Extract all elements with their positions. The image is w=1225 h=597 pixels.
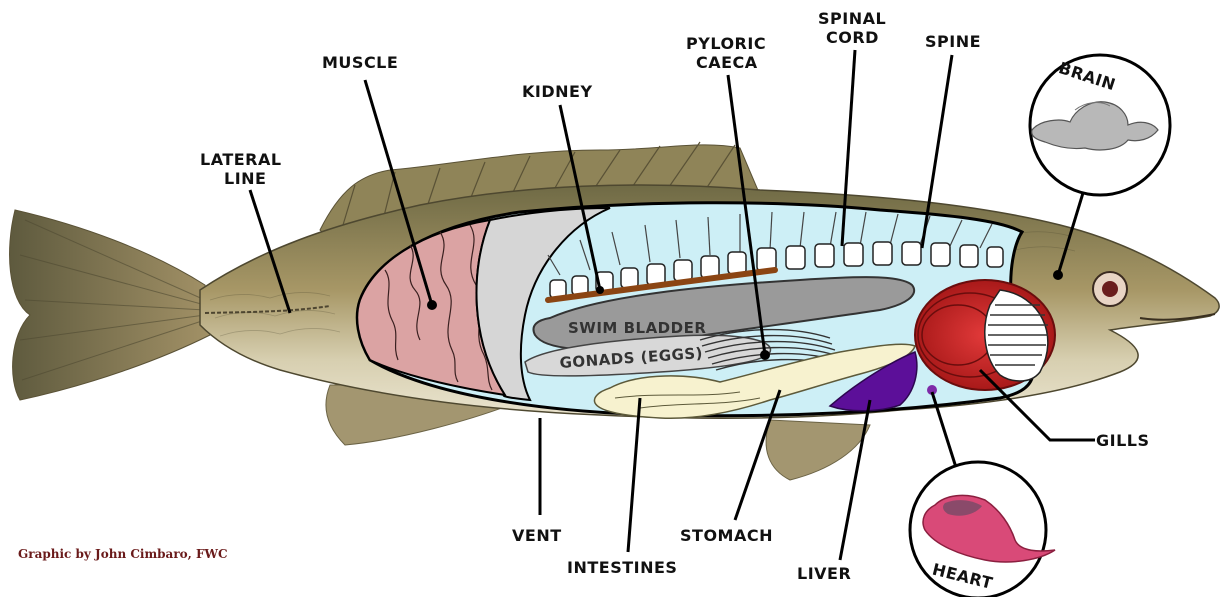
label-spinal-1: SPINAL: [818, 9, 886, 28]
label-lateral-2: LINE: [224, 169, 266, 188]
label-gills: GILLS: [1096, 431, 1150, 450]
label-kidney: KIDNEY: [522, 82, 593, 101]
swim-bladder-label: SWIM BLADDER: [568, 319, 706, 337]
label-spine: SPINE: [925, 32, 981, 51]
credit-text: Graphic by John Cimbaro, FWC: [18, 547, 228, 561]
label-liver: LIVER: [797, 564, 851, 583]
label-lateral-1: LATERAL: [200, 150, 282, 169]
pelvic-fin: [766, 420, 870, 480]
label-pyloric-2: CAECA: [696, 53, 758, 72]
label-muscle: MUSCLE: [322, 53, 398, 72]
label-intestines: INTESTINES: [567, 558, 677, 577]
label-vent: VENT: [512, 526, 562, 545]
label-pyloric-1: PYLORIC: [686, 34, 766, 53]
label-stomach: STOMACH: [680, 526, 773, 545]
label-spinal-2: CORD: [826, 28, 879, 47]
